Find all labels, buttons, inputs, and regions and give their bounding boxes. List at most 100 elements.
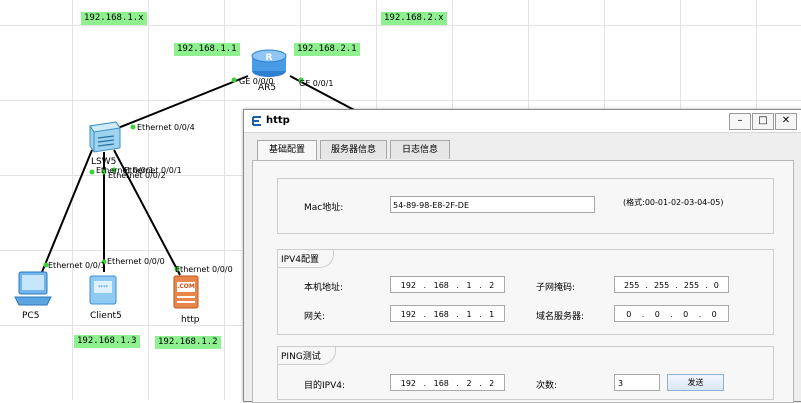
ip-octet: 192 [400, 281, 417, 290]
port-label: Ethernet 0/0/1 [96, 166, 154, 175]
ip-octet: 2 [489, 379, 495, 388]
ip-dot: . [456, 310, 459, 319]
link-switch-pc [41, 149, 93, 273]
mac-label: Mac地址: [304, 203, 344, 213]
maximize-icon: □ [758, 115, 768, 126]
switch-device[interactable] [86, 120, 126, 157]
ip-octet: 1 [466, 310, 472, 319]
dns-server-field[interactable]: 0. 0. 0. 0 [614, 305, 729, 322]
pc-icon [14, 271, 52, 306]
local-address-label: 本机地址: [304, 283, 344, 293]
ip-octet: 0 [713, 281, 719, 290]
mac-group: Mac地址: 54-89-98-E8-2F-DE (格式:00-01-02-03… [277, 178, 774, 234]
ip-octet: 1 [489, 310, 495, 319]
router-icon: R [251, 49, 287, 77]
tab-log-info[interactable]: 日志信息 [390, 140, 450, 159]
subnet-mask-label: 子网掩码: [536, 283, 576, 293]
gateway-field[interactable]: 192. 168. 1. 1 [390, 305, 505, 322]
ip-octet: 168 [433, 281, 449, 290]
ip-dot: . [423, 379, 427, 388]
port-label: GE 0/0/0 [239, 77, 274, 86]
subnet-label: 192.168.1.x [81, 12, 147, 25]
ip-octet: 2 [489, 281, 495, 290]
port-label: Ethernet 0/0/0 [175, 265, 233, 274]
link-router-switch [112, 75, 249, 131]
ip-octet: 255 [624, 281, 640, 290]
count-field[interactable]: 3 [614, 374, 660, 391]
ensp-logo-icon [252, 116, 261, 126]
ip-dot: . [670, 310, 673, 319]
ip-dot: . [456, 379, 459, 388]
svg-text:****: **** [98, 285, 109, 291]
local-address-field[interactable]: 192. 168. 1. 2 [390, 276, 505, 293]
switch-icon [89, 121, 121, 153]
svg-text:R: R [266, 53, 273, 63]
subnet-mask-field[interactable]: 255. 255. 255. 0 [614, 276, 729, 293]
client-device[interactable]: **** [86, 273, 122, 312]
ip-octet: 168 [433, 379, 449, 388]
count-label: 次数: [536, 381, 558, 391]
ip-dot: . [675, 281, 678, 290]
dialog-titlebar[interactable]: http – □ ✕ [244, 110, 801, 133]
port-label: Ethernet 0/0/4 [137, 123, 195, 132]
ip-octet: 0 [654, 310, 660, 319]
dns-server-label: 域名服务器: [536, 312, 585, 322]
port-label: Ethernet 0/0/2 [108, 171, 166, 180]
dialog-title: http [266, 115, 290, 126]
maximize-button[interactable]: □ [752, 113, 774, 130]
ip-dot: . [645, 281, 648, 290]
client-name: Client5 [90, 311, 122, 321]
ping-group-title: PING测试 [278, 347, 336, 365]
pc-name: PC5 [22, 311, 40, 321]
ip-label: 192.168.1.1 [174, 43, 240, 56]
ip-dot: . [479, 310, 482, 319]
ip-dot: . [641, 310, 645, 319]
target-ipv4-field[interactable]: 192. 168. 2. 2 [390, 374, 505, 391]
ip-label: 192.168.2.1 [294, 43, 360, 56]
ip-dot: . [423, 281, 427, 290]
ip-label: 192.168.1.2 [155, 336, 221, 349]
mac-field[interactable]: 54-89-98-E8-2F-DE [390, 196, 595, 213]
gateway-label: 网关: [304, 312, 326, 322]
port-label: Ethernet 0/0/1 [48, 261, 106, 270]
tab-server-info[interactable]: 服务器信息 [320, 140, 387, 159]
ipv4-group-title: IPV4配置 [278, 250, 334, 268]
tab-basic-config[interactable]: 基础配置 [257, 140, 317, 160]
ping-group: PING测试 目的IPV4: 192. 168. 2. 2 次数: 3 发送 [277, 346, 774, 400]
subnet-label: 192.168.2.x [381, 12, 447, 25]
ip-octet: 1 [466, 281, 472, 290]
basic-config-panel: Mac地址: 54-89-98-E8-2F-DE (格式:00-01-02-03… [252, 160, 794, 403]
ip-dot: . [423, 310, 427, 319]
ip-octet: 192 [400, 310, 417, 319]
link-switch-server [113, 149, 181, 276]
close-icon: ✕ [781, 115, 791, 126]
ip-dot: . [705, 281, 708, 290]
pc-device[interactable] [13, 270, 53, 311]
ip-dot: . [456, 281, 459, 290]
ip-octet: 0 [711, 310, 717, 319]
ip-dot: . [479, 379, 482, 388]
router-device[interactable]: R [249, 44, 289, 83]
ip-octet: 192 [400, 379, 417, 388]
ip-dot: . [479, 281, 482, 290]
send-button[interactable]: 发送 [667, 374, 724, 391]
close-button[interactable]: ✕ [775, 113, 797, 130]
server-device[interactable]: .COM [170, 274, 204, 315]
port-label: Ethernet 0/0/0 [107, 257, 165, 266]
mac-format-hint: (格式:00-01-02-03-04-05) [623, 198, 724, 207]
server-name: http [181, 315, 200, 325]
ip-label: 192.168.1.3 [74, 335, 140, 348]
dialog-body: 基础配置 服务器信息 日志信息 Mac地址: 54-89-98-E8-2F-DE… [244, 133, 801, 403]
minimize-button[interactable]: – [729, 113, 751, 130]
client-icon: **** [89, 275, 117, 305]
port-label: Ethernet 0/0/1 [124, 166, 182, 175]
ip-octet: 255 [653, 281, 670, 290]
web-server-icon [173, 275, 199, 309]
ip-octet: 2 [466, 379, 472, 388]
ip-octet: 168 [433, 310, 449, 319]
ip-dot: . [698, 310, 702, 319]
minimize-icon: – [737, 115, 743, 126]
router-name: AR5 [258, 83, 277, 93]
target-ipv4-label: 目的IPV4: [304, 381, 345, 391]
